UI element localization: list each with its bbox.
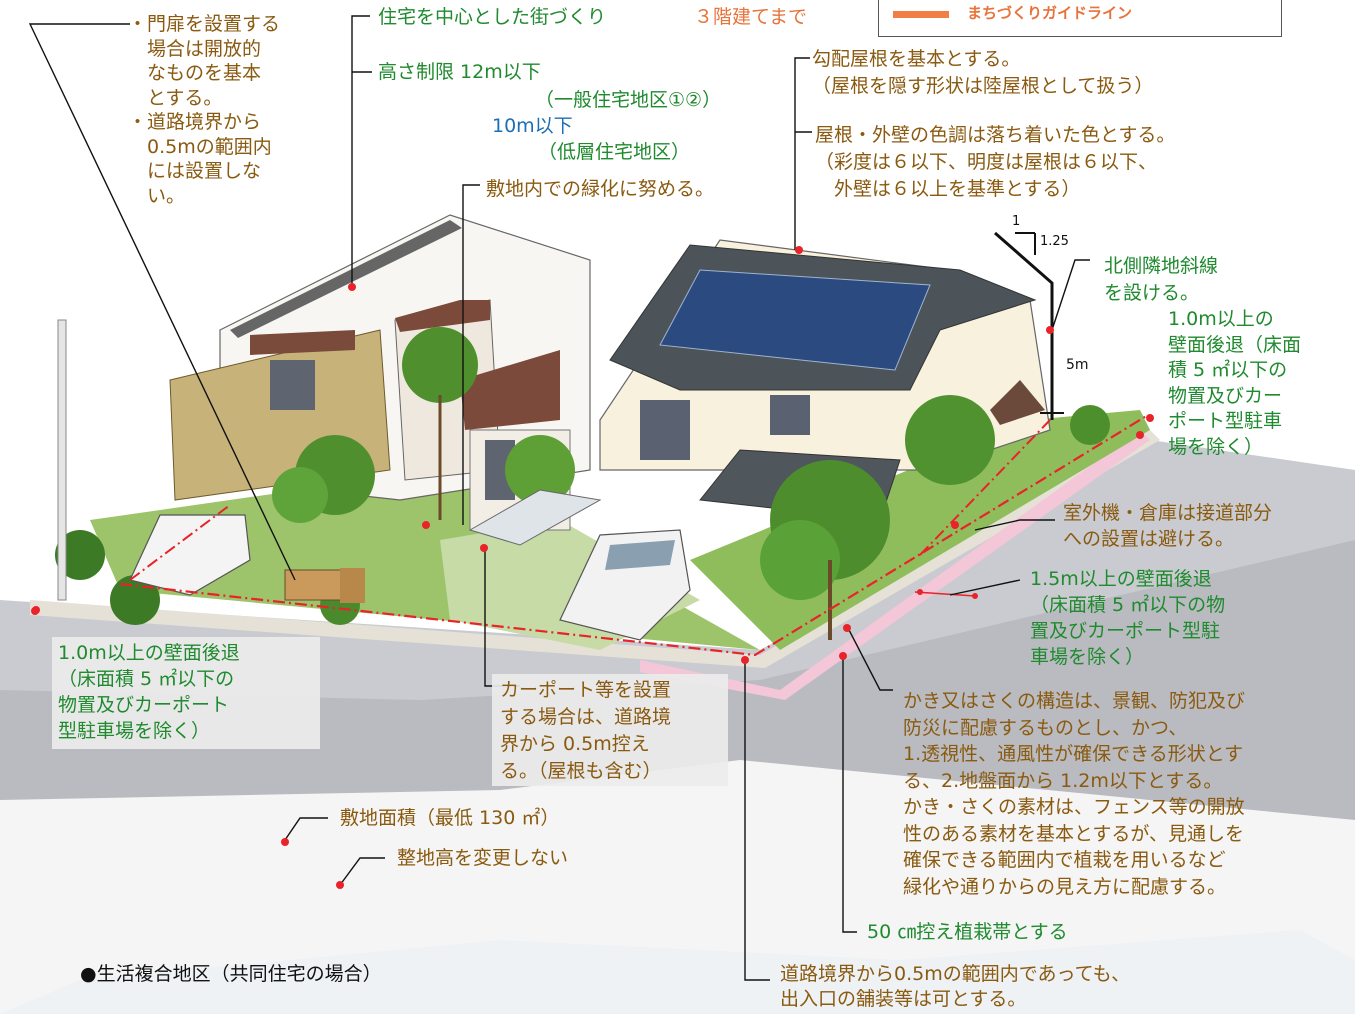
site-area-label: 敷地面積（最低 130 ㎡） [340,807,560,829]
setback-right-label: 1.0m以上の 壁面後退（床面 積 5 ㎡以下の 物置及びカー ポート型駐車 場… [1168,308,1302,458]
setback-15-label: 1.5m以上の壁面後退 （床面積 5 ㎡以下の物 置及びカーポート型駐 車場を除… [1030,568,1226,668]
slope-ratio-125: 1.25 [1040,234,1069,249]
district-caption: ●生活複合地区（共同住宅の場合） [80,963,382,985]
outdoor-unit-label: 室外機・倉庫は接道部分 への設置は避ける。 [1063,502,1273,550]
height-10-label: 10m以下 [492,115,573,137]
carport-box [492,674,728,786]
legend-line-swatch [893,11,949,18]
roof-label: 勾配屋根を基本とする。 （屋根を隠す形状は陸屋根として扱う） [812,48,1154,97]
height-12-label: 高さ制限 12m以下 [378,61,541,83]
entrance-label: 道路境界から0.5mの範囲内であっても、 出入口の舗装等は可とする。 [780,963,1131,1010]
low-district-label: （低層住宅地区） [538,141,691,163]
town-label: 住宅を中心とした街づくり [378,6,607,28]
legend-label: まちづくりガイドライン [967,4,1133,22]
north-slope-label: 北側隣地斜線 を設ける。 [1104,255,1219,304]
three-story-label: ３階建てまで [694,6,808,28]
gate-note: ・門扉を設置する 場合は開放的 なものを基本 とする。 ・道路境界から 0.5m… [128,13,281,207]
ground-level-label: 整地高を変更しない [397,847,569,869]
planting-label: 50 ㎝控え植栽帯とする [867,921,1068,943]
fence-label: かき又はさくの構造は、景観、防犯及び 防災に配慮するものとし、かつ、 1.透視性… [903,690,1246,898]
setback-left-label: 1.0m以上の壁面後退 （床面積 5 ㎡以下の 物置及びカーポート 型駐車場を除… [58,642,240,742]
carport-label: カーポート等を設置 する場合は、道路境 界から 0.5m控え る。（屋根も含む） [500,679,672,782]
color-label: 屋根・外壁の色調は落ち着いた色とする。 （彩度は６以下、明度は屋根は６以下、 外… [815,124,1176,200]
greening-label: 敷地内での緑化に努める。 [486,178,715,200]
legend: まちづくりガイドライン [878,0,1282,37]
height-5m-label: 5m [1066,357,1089,373]
setback-left-box [52,637,320,749]
slope-ratio-1: 1 [1012,214,1021,229]
general-district-label: （一般住宅地区①②） [535,89,722,111]
